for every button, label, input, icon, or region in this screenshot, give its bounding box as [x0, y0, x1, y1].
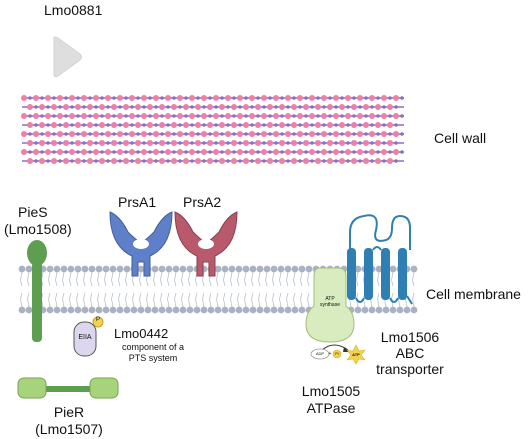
lmo1506-transporter-label: transporter — [376, 361, 444, 377]
pi-molecule — [332, 349, 342, 359]
prsa2-label: PrsA2 — [183, 194, 222, 210]
phosphate-label: P — [95, 317, 100, 323]
lmo0881-label: Lmo0881 — [44, 2, 103, 18]
pier-name-label: PieR — [53, 404, 85, 420]
plus-label: + — [328, 351, 332, 357]
lmo0442-label: Lmo0442 — [114, 326, 169, 341]
atp-star — [346, 344, 366, 365]
abc-transporter-protein — [349, 214, 411, 250]
lmo1505-id-label: Lmo1505 — [301, 383, 361, 399]
pies-protein — [27, 240, 47, 342]
prsa1-label: PrsA1 — [118, 194, 157, 210]
adp-molecule — [310, 348, 330, 360]
eiia-protein — [73, 321, 97, 357]
eiia-label: EIIA — [78, 334, 92, 341]
lmo1506-id-label: Lmo1506 — [380, 329, 440, 345]
lmo0881-triangle — [53, 36, 82, 78]
abc-helix-1 — [347, 246, 413, 305]
lmo1506-abc-label: ABC — [395, 345, 425, 361]
lmo1505-desc-label: ATPase — [306, 400, 356, 416]
pies-name-label: PieS — [18, 204, 48, 220]
lmo0442-desc-1: component of a — [121, 342, 185, 352]
atp-synthase-label-2: synthase — [319, 302, 340, 308]
lmo0442-desc-2: PTS system — [128, 353, 178, 363]
phosphate-circle — [92, 316, 104, 328]
cell-wall-label: Cell wall — [434, 130, 487, 146]
atp-synthase-label-1: ATP — [325, 296, 335, 302]
adp-label: ADP — [315, 351, 325, 356]
atp-label: ATP — [352, 352, 360, 357]
pi-label: Pi — [335, 351, 339, 356]
atp-synthase — [305, 267, 355, 343]
pier-id-label: (Lmo1507) — [35, 421, 103, 437]
cell-wall — [21, 95, 404, 164]
prsa2-protein — [174, 211, 238, 277]
cell-membrane — [18, 265, 418, 314]
pier-protein — [17, 377, 119, 399]
prsa1-protein — [109, 211, 173, 277]
cell-membrane-label: Cell membrane — [426, 286, 521, 302]
pies-id-label: (Lmo1508) — [4, 221, 72, 237]
